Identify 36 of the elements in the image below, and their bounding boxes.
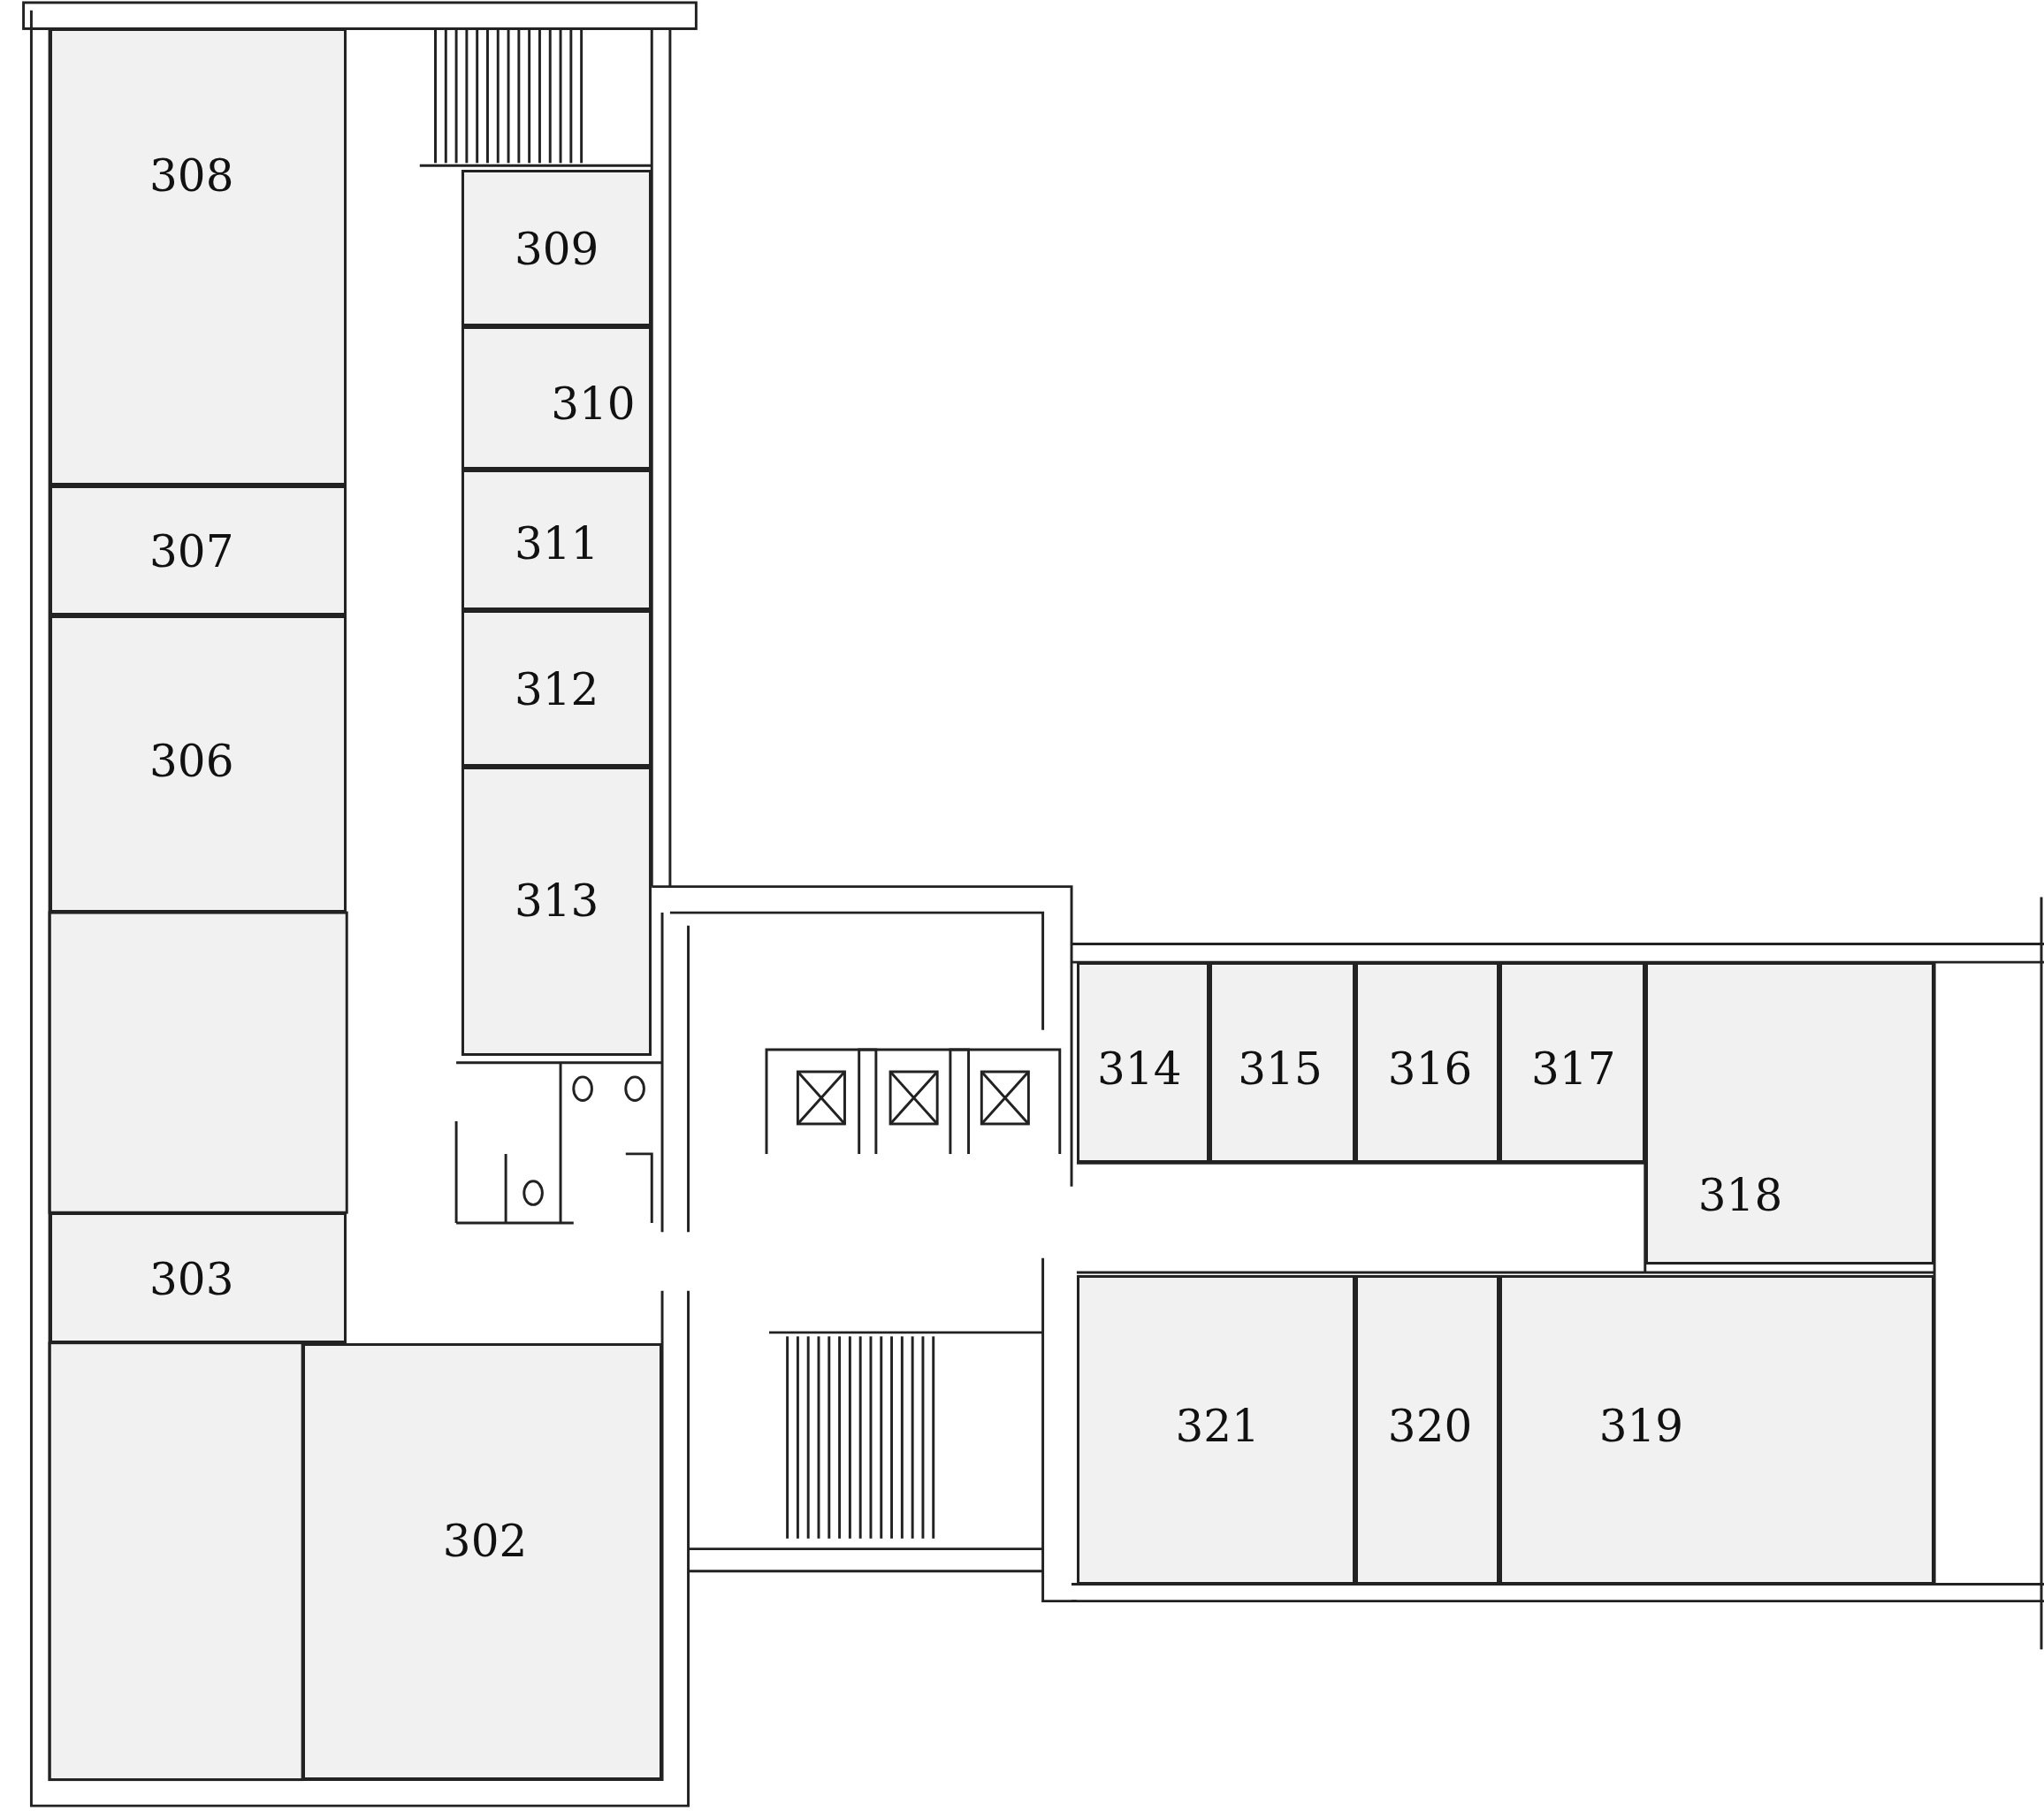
room-number: 316 bbox=[1387, 1043, 1473, 1096]
room-number: 308 bbox=[149, 150, 234, 202]
room-number: 313 bbox=[514, 875, 599, 927]
room bbox=[461, 469, 652, 611]
room-number: 310 bbox=[551, 378, 636, 431]
room bbox=[50, 28, 347, 485]
room-number: 321 bbox=[1175, 1401, 1260, 1453]
room bbox=[461, 169, 652, 326]
room bbox=[1499, 962, 1645, 1164]
room-number: 311 bbox=[514, 517, 599, 569]
room-number: 309 bbox=[514, 223, 599, 275]
room-number: 314 bbox=[1097, 1043, 1182, 1096]
room-number: 315 bbox=[1238, 1043, 1323, 1096]
room bbox=[50, 1212, 347, 1343]
room bbox=[461, 767, 652, 1057]
room bbox=[1076, 1275, 1356, 1585]
room-number: 303 bbox=[149, 1253, 234, 1305]
room-number: 319 bbox=[1598, 1401, 1684, 1453]
room bbox=[1355, 1275, 1499, 1585]
room-number: 318 bbox=[1697, 1170, 1783, 1222]
room-number: 320 bbox=[1387, 1401, 1473, 1453]
room bbox=[1209, 962, 1356, 1164]
room-number: 306 bbox=[149, 736, 234, 788]
room-number: 302 bbox=[442, 1515, 528, 1567]
room bbox=[302, 1342, 663, 1780]
room bbox=[50, 485, 347, 615]
room-number: 312 bbox=[514, 664, 599, 716]
room bbox=[461, 325, 652, 470]
room bbox=[461, 610, 652, 767]
room bbox=[1076, 962, 1210, 1164]
room bbox=[1355, 962, 1499, 1164]
room bbox=[1644, 962, 1935, 1265]
room-number: 307 bbox=[149, 525, 234, 577]
room bbox=[1499, 1275, 1935, 1585]
room-number: 317 bbox=[1531, 1043, 1616, 1096]
room bbox=[50, 615, 347, 913]
